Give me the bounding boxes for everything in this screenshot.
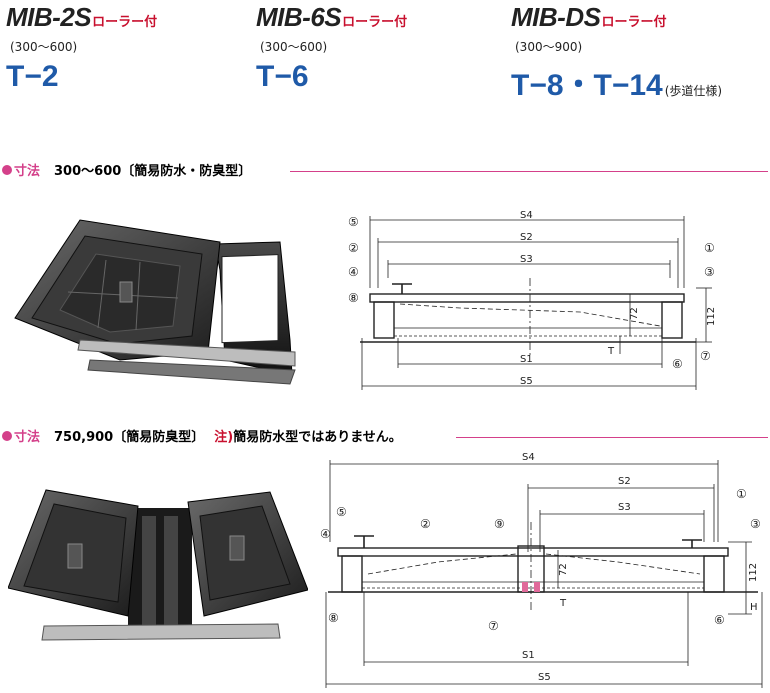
callout-8: ⑧ bbox=[328, 611, 339, 625]
dim-s1: S1 bbox=[522, 650, 535, 661]
callout-1: ① bbox=[736, 487, 747, 501]
callout-9: ⑨ bbox=[494, 517, 505, 531]
dim-s3: S3 bbox=[618, 502, 631, 513]
dim-s5: S5 bbox=[520, 376, 533, 387]
dim-112: 112 bbox=[706, 307, 717, 326]
callout-8: ⑧ bbox=[348, 291, 359, 305]
dim-h: H bbox=[750, 602, 758, 613]
section2-rule bbox=[456, 437, 768, 438]
model-range-3: (300〜900) bbox=[515, 40, 583, 54]
section2-note-mark: 注) bbox=[214, 430, 234, 445]
load-class-2: T−6 bbox=[256, 60, 309, 93]
section1-desc: 300〜600〔簡易防水・防臭型〕 bbox=[54, 164, 252, 179]
dim-s5: S5 bbox=[538, 672, 551, 683]
dim-72: 72 bbox=[558, 563, 569, 576]
callout-5: ⑤ bbox=[336, 505, 347, 519]
callout-3: ③ bbox=[750, 517, 761, 531]
bullet-icon bbox=[2, 164, 12, 175]
load-class-1: T−2 bbox=[6, 60, 59, 93]
model-title-3: MIB-DSローラー付 bbox=[511, 2, 667, 32]
cover-photo-small bbox=[14, 219, 296, 385]
bullet-icon bbox=[2, 430, 12, 441]
dim-112: 112 bbox=[748, 563, 759, 582]
model-title-1: MIB-2Sローラー付 bbox=[6, 2, 158, 32]
dim-s1: S1 bbox=[520, 354, 533, 365]
callout-2: ② bbox=[420, 517, 431, 531]
callout-7: ⑦ bbox=[700, 349, 711, 363]
section2-heading: 寸法 750,900〔簡易防臭型〕 注) 簡易防水型ではありません。 bbox=[2, 426, 402, 445]
dim-s2: S2 bbox=[520, 232, 533, 243]
dim-s4: S4 bbox=[520, 210, 533, 221]
callout-7: ⑦ bbox=[488, 619, 499, 633]
dim-72: 72 bbox=[629, 307, 640, 320]
dim-s4: S4 bbox=[522, 452, 535, 463]
section1-rule bbox=[290, 171, 768, 172]
callout-5: ⑤ bbox=[348, 215, 359, 229]
cover-photo-double bbox=[8, 489, 308, 641]
section1-drawing: S4 S2 S3 S1 S5 72 112 T ⑤ ② ④ ⑧ ① ③ ⑥ ⑦ bbox=[348, 210, 717, 390]
section1-label: 寸法 bbox=[14, 164, 41, 179]
callout-6: ⑥ bbox=[672, 357, 683, 371]
section2-label: 寸法 bbox=[14, 430, 41, 445]
callout-1: ① bbox=[704, 241, 715, 255]
section2-note-text: 簡易防水型ではありません。 bbox=[233, 430, 402, 445]
section1-heading: 寸法 300〜600〔簡易防水・防臭型〕 bbox=[2, 160, 251, 179]
dim-t: T bbox=[607, 346, 615, 357]
model-range-2: (300〜600) bbox=[260, 40, 328, 54]
model-range-1: (300〜600) bbox=[10, 40, 78, 54]
section2-desc: 750,900〔簡易防臭型〕 bbox=[54, 430, 205, 445]
callout-6: ⑥ bbox=[714, 613, 725, 627]
callout-4: ④ bbox=[320, 527, 331, 541]
dim-s2: S2 bbox=[618, 476, 631, 487]
callout-3: ③ bbox=[704, 265, 715, 279]
callout-4: ④ bbox=[348, 265, 359, 279]
model-title-2: MIB-6Sローラー付 bbox=[256, 2, 408, 32]
dim-t: T bbox=[559, 598, 567, 609]
callout-2: ② bbox=[348, 241, 359, 255]
section2-drawing: S4 S2 S3 S1 S5 72 112 H T ⑤ ④ ⑧ ② ⑨ ⑦ ① … bbox=[320, 452, 763, 688]
load-class-3: T−8・T−14(歩道仕様) bbox=[511, 69, 723, 102]
dim-s3: S3 bbox=[520, 254, 533, 265]
